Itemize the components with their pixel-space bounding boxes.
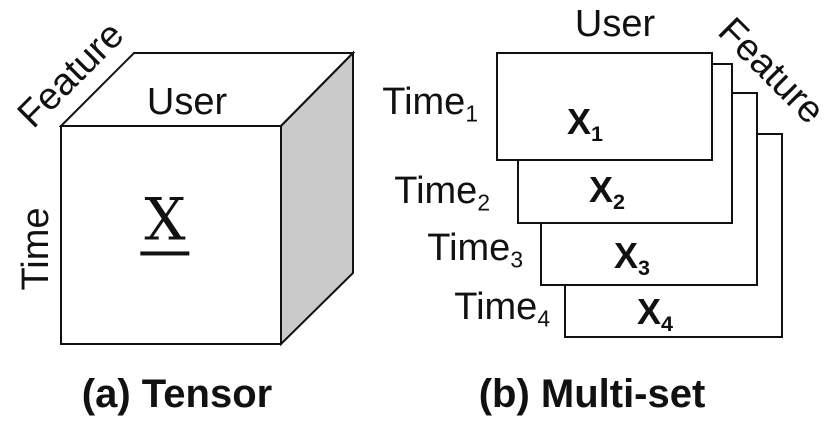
time-2-subscript: 2 [477, 189, 490, 216]
matrix-x2-base: X [588, 169, 613, 210]
matrix-x4-label: X4 [636, 291, 673, 335]
tensor-symbol-x-underlined: X [140, 190, 190, 256]
time-1-subscript: 1 [465, 100, 478, 127]
matrix-x3-base: X [613, 235, 638, 276]
time-1-base: Time [382, 81, 466, 123]
time-4-base: Time [454, 286, 538, 328]
panel-b-caption: (b) Multi-set [478, 372, 706, 416]
panel-a-time-axis-label: Time [15, 207, 57, 291]
matrix-x1-label: X1 [566, 101, 603, 145]
matrix-x4-subscript: 4 [661, 310, 674, 336]
matrix-slice-1 [496, 52, 713, 161]
matrix-x2-label: X2 [588, 169, 625, 213]
time-2-base: Time [394, 170, 478, 212]
matrix-x3-label: X3 [613, 235, 650, 279]
matrix-x1-base: X [566, 101, 591, 142]
tensor-symbol: X [140, 190, 190, 256]
panel-a-user-axis-label: User [146, 81, 228, 123]
matrix-x1-subscript: 1 [591, 120, 604, 146]
time-3-base: Time [427, 227, 511, 269]
time-4-label: Time4 [454, 286, 550, 330]
matrix-x2-subscript: 2 [613, 188, 626, 214]
panel-b-user-axis-label: User [574, 3, 656, 45]
time-4-subscript: 4 [537, 305, 550, 332]
time-3-subscript: 3 [510, 246, 523, 273]
panel-a-caption: (a) Tensor [81, 372, 273, 416]
matrix-x3-subscript: 3 [638, 254, 651, 280]
time-2-label: Time2 [394, 170, 490, 214]
cube-front-face [60, 125, 282, 345]
time-1-label: Time1 [382, 81, 478, 125]
matrix-x4-base: X [636, 291, 661, 332]
time-3-label: Time3 [427, 227, 523, 271]
